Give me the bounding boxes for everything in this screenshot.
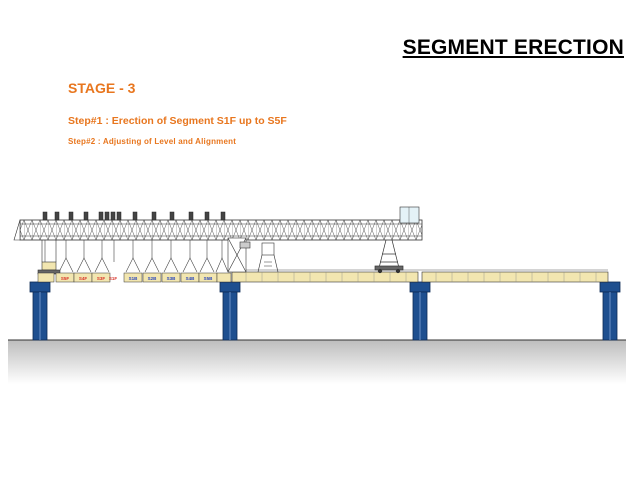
segment-s3f: S3F xyxy=(91,272,111,283)
pier-3 xyxy=(409,281,431,341)
svg-text:S2B: S2B xyxy=(148,276,158,281)
segments: S5F S4F S3F S1F S1B S2B S3B S4B xyxy=(37,272,232,283)
step-2-text: Step#2 : Adjusting of Level and Alignmen… xyxy=(68,137,237,146)
segment-s2f: S1F xyxy=(109,276,118,281)
page-title: SEGMENT ERECTION xyxy=(402,36,624,59)
segment-s3b: S3B xyxy=(161,272,181,283)
segment-pier-table xyxy=(37,272,55,283)
segment-s5f: S5F xyxy=(55,272,75,283)
front-support xyxy=(37,240,61,275)
segment-s1b: S1B xyxy=(123,272,143,283)
svg-text:S5B: S5B xyxy=(204,276,214,281)
segment-s4f: S4F xyxy=(73,272,93,283)
completed-deck xyxy=(231,269,609,283)
segment-s2b: S2B xyxy=(142,272,162,283)
svg-text:S5F: S5F xyxy=(61,276,70,281)
svg-text:S1F: S1F xyxy=(109,276,118,281)
rear-frame xyxy=(227,237,279,273)
pier-1 xyxy=(29,281,51,341)
ground xyxy=(8,339,626,384)
svg-text:S3B: S3B xyxy=(167,276,177,281)
svg-text:S1B: S1B xyxy=(129,276,139,281)
svg-text:S4B: S4B xyxy=(186,276,196,281)
piers xyxy=(29,281,621,341)
pier-2 xyxy=(219,281,241,341)
svg-text:S3F: S3F xyxy=(97,276,106,281)
segment-s4b: S4B xyxy=(180,272,200,283)
top-winches xyxy=(42,211,226,221)
stage-heading: STAGE - 3 xyxy=(68,80,136,96)
segment-s5b: S5B xyxy=(198,272,218,283)
pier-4 xyxy=(599,281,621,341)
segment-pier-table-rear xyxy=(216,272,232,283)
step-1-text: Step#1 : Erection of Segment S1F up to S… xyxy=(68,115,287,127)
svg-text:S4F: S4F xyxy=(79,276,88,281)
launching-girder xyxy=(13,206,423,241)
rear-leg xyxy=(374,239,404,274)
hangers xyxy=(44,240,229,273)
